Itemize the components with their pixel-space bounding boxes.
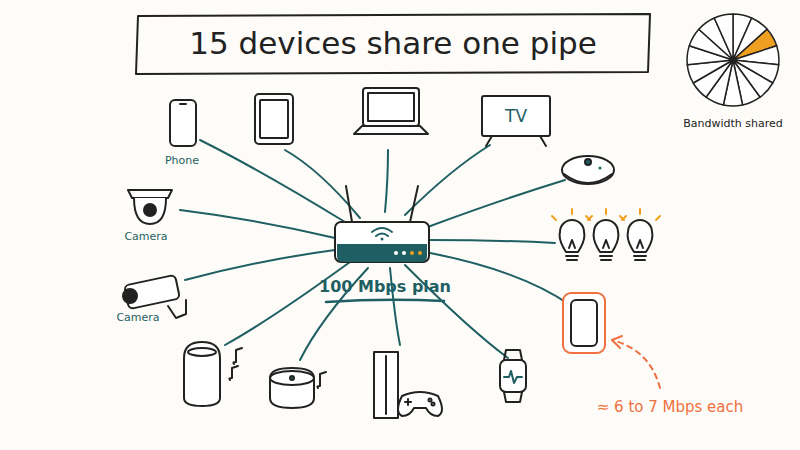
title: 15 devices share one pipe — [189, 26, 597, 62]
light-bulb — [560, 220, 585, 260]
light-rays — [586, 209, 626, 220]
callout-note: ≈ 6 to 7 Mbps each — [597, 399, 744, 416]
tv-label: TV — [505, 107, 527, 127]
light-bulb — [628, 220, 653, 260]
plan-label: 100 Mbps plan — [319, 278, 451, 296]
device-label: Camera — [124, 231, 167, 244]
light-rays — [552, 209, 592, 220]
light-rays — [620, 209, 660, 220]
device-label: Phone — [165, 155, 199, 168]
pie-caption: Bandwidth shared — [683, 118, 783, 131]
device-label: Camera — [116, 312, 159, 325]
light-bulb — [594, 220, 619, 260]
pie-slice — [714, 14, 733, 60]
